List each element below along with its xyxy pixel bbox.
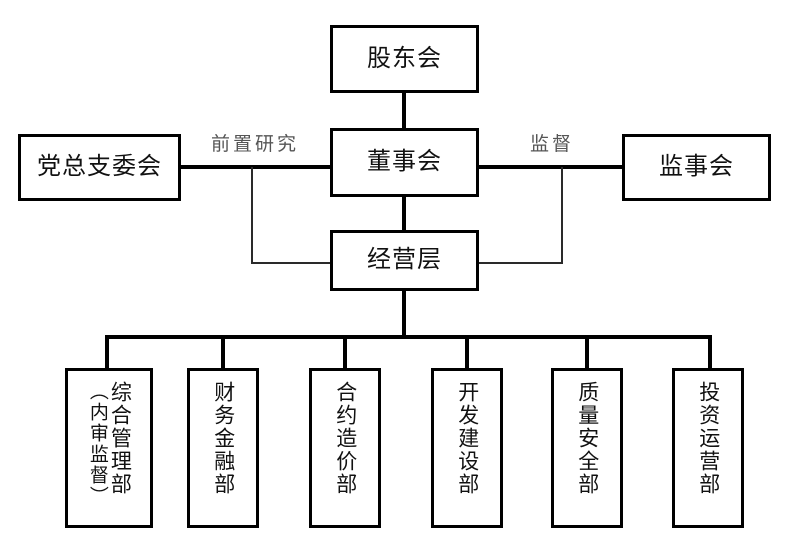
department-drop-line-5: [708, 337, 712, 370]
department-label-main-5: 投资运营部: [696, 381, 720, 496]
department-box-general-management[interactable]: 综合管理部 （内审监督）: [65, 368, 153, 528]
edge-label-pre-research: 前置研究: [209, 129, 302, 156]
node-management-layer[interactable]: 经营层: [330, 230, 479, 291]
connector-party-to-board: [180, 165, 332, 169]
edge-label-supervision: 监督: [528, 129, 577, 156]
connector-management-to-bus: [402, 289, 406, 337]
node-label-party: 党总支委会: [37, 153, 162, 181]
node-shareholders-meeting[interactable]: 股东会: [330, 25, 479, 93]
department-drop-line-0: [105, 337, 109, 370]
connector-supervisors-drop: [561, 167, 563, 264]
department-box-investment-operations[interactable]: 投资运营部: [672, 368, 744, 528]
department-drop-line-4: [585, 337, 589, 370]
department-label-main-1: 财务金融部: [211, 381, 235, 496]
node-board-of-directors[interactable]: 董事会: [330, 128, 479, 197]
department-drop-line-3: [465, 337, 469, 370]
department-box-contract-cost[interactable]: 合约造价部: [309, 368, 381, 528]
department-label-main-0: 综合管理部: [108, 381, 132, 496]
department-label-sub-0: （内审监督）: [86, 381, 108, 507]
department-label-main-3: 开发建设部: [455, 381, 479, 496]
department-box-finance[interactable]: 财务金融部: [187, 368, 259, 528]
department-box-quality-safety[interactable]: 质量安全部: [551, 368, 623, 528]
connector-supervisors-to-management: [477, 262, 563, 264]
department-box-development-construction[interactable]: 开发建设部: [431, 368, 503, 528]
department-label-main-4: 质量安全部: [575, 381, 599, 496]
department-label-main-2: 合约造价部: [333, 381, 357, 496]
node-party-branch-committee[interactable]: 党总支委会: [18, 134, 181, 201]
connector-board-to-supervisors: [477, 165, 624, 169]
connector-board-to-management: [402, 195, 406, 232]
node-label-supervisors: 监事会: [659, 153, 734, 181]
connector-shareholders-to-board: [402, 92, 406, 130]
department-drop-line-1: [221, 337, 225, 370]
node-label-board: 董事会: [367, 148, 442, 176]
department-drop-line-2: [343, 337, 347, 370]
node-board-of-supervisors[interactable]: 监事会: [622, 134, 771, 201]
connector-party-drop: [251, 167, 253, 264]
connector-party-to-management: [251, 262, 332, 264]
node-label-shareholders: 股东会: [367, 44, 442, 72]
node-label-management: 经营层: [367, 246, 442, 274]
department-bus-line: [105, 335, 712, 339]
